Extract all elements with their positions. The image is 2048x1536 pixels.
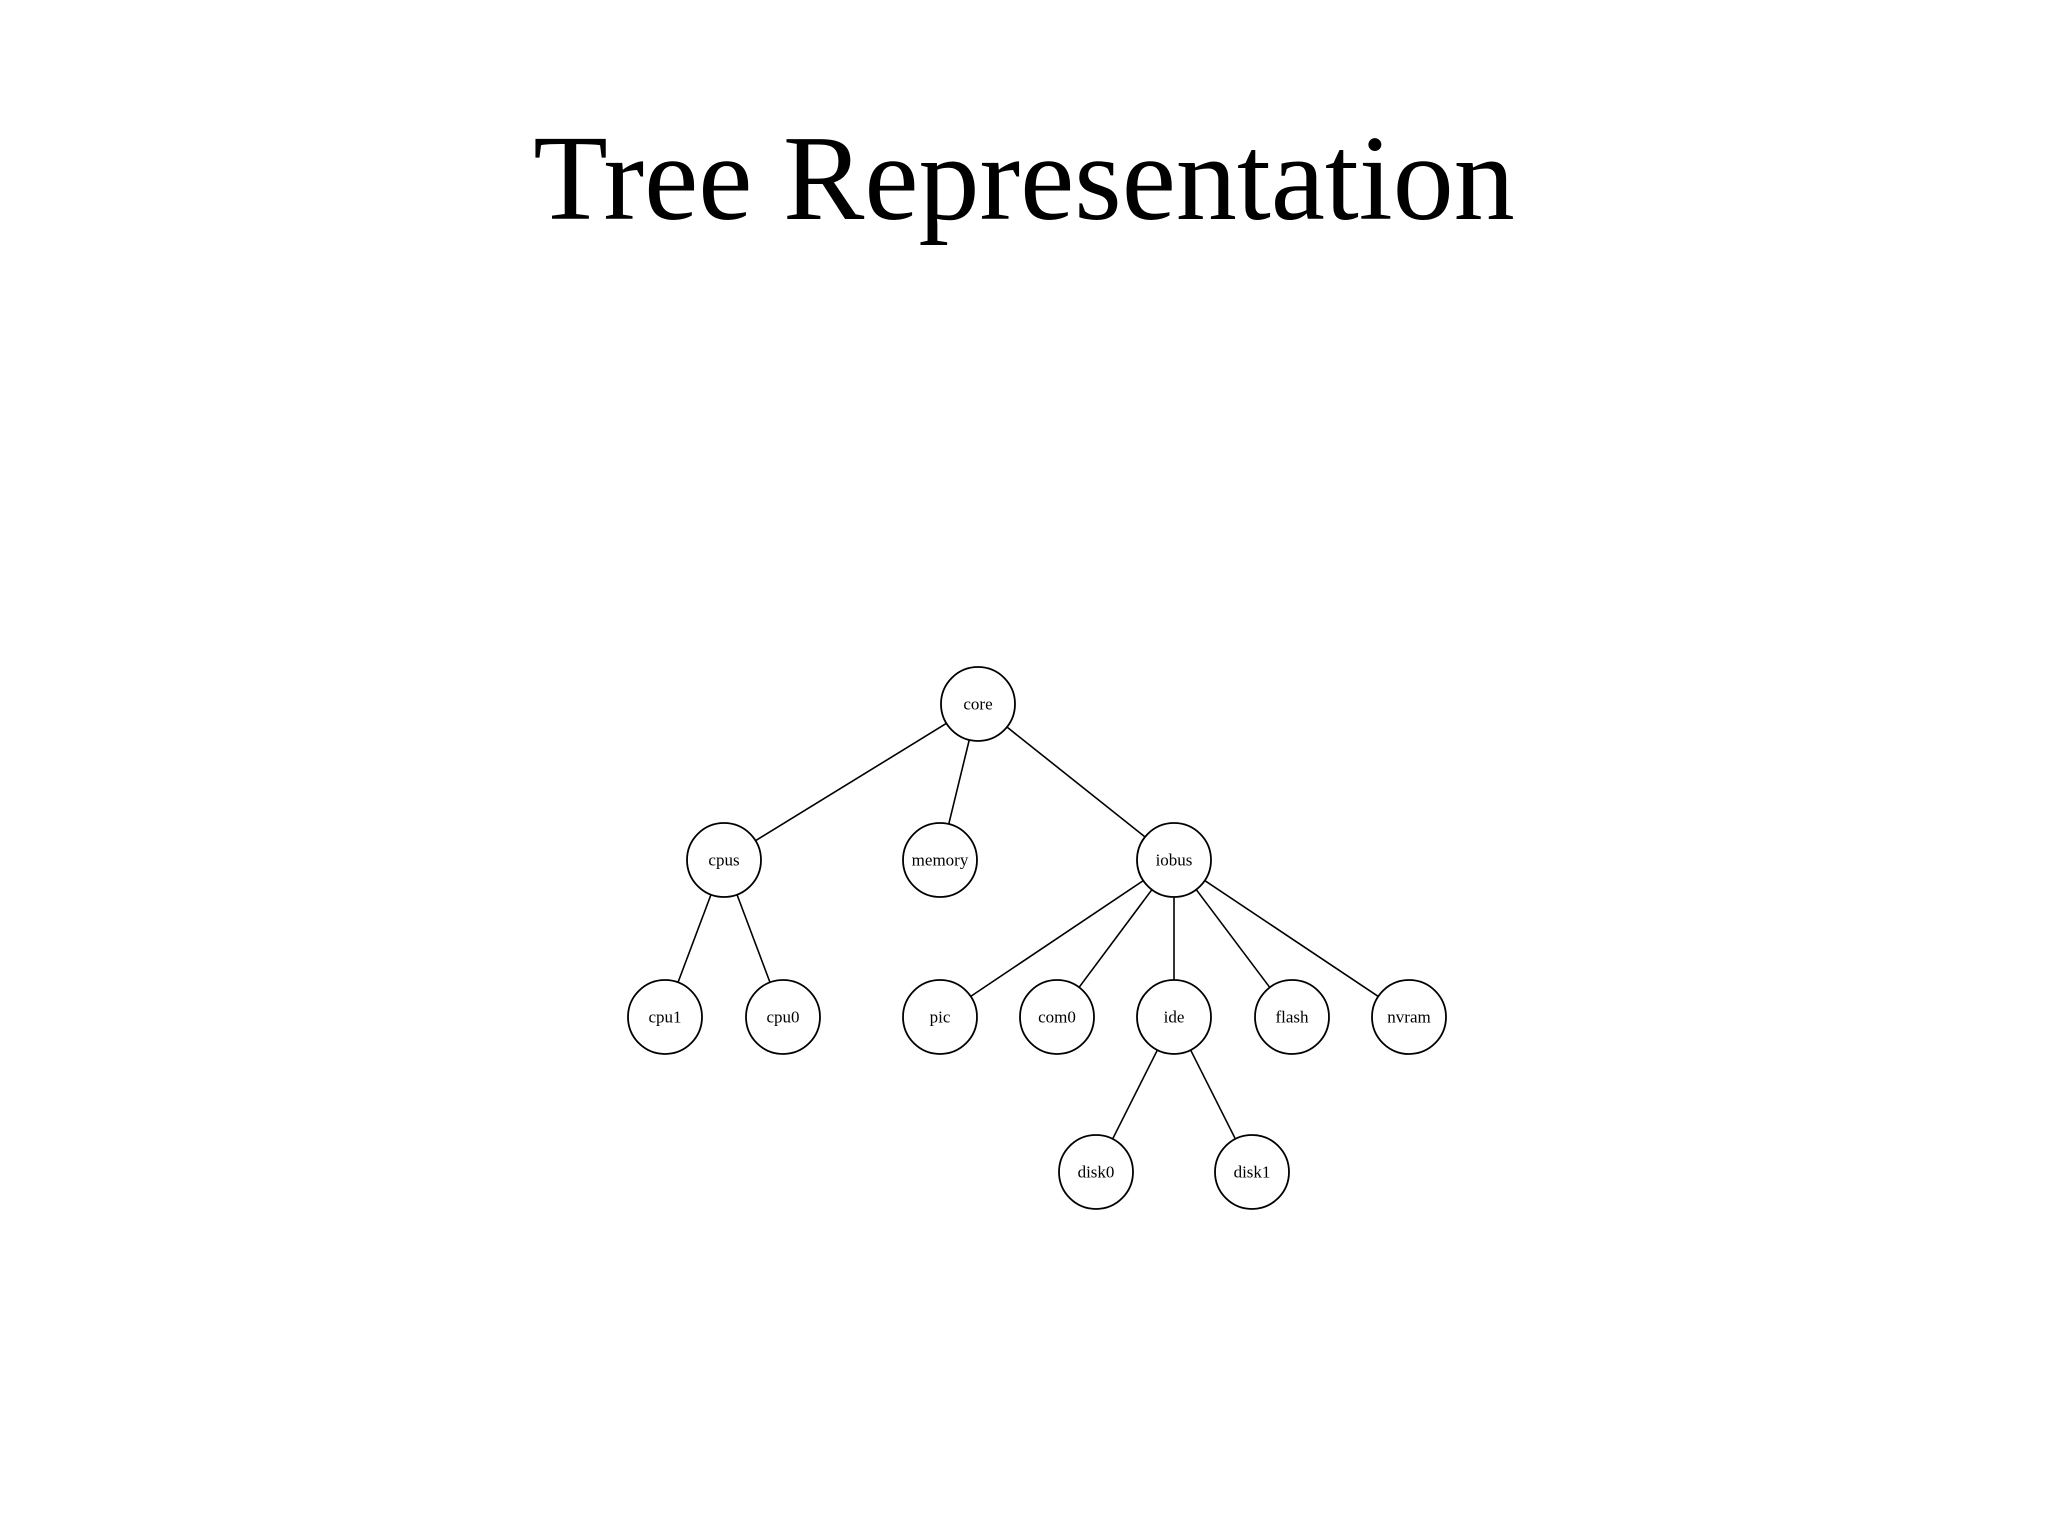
tree-node-circle [686, 822, 762, 898]
tree-node-disk1: disk1 [1214, 1134, 1290, 1210]
tree-node-iobus: iobus [1136, 822, 1212, 898]
tree-node-label: cpus [708, 851, 739, 870]
tree-node-pic: pic [902, 979, 978, 1055]
tree-node-circle [1214, 1134, 1290, 1210]
tree-edge [970, 879, 1144, 998]
tree-node-circle [1019, 979, 1095, 1055]
tree-node-label: flash [1275, 1008, 1309, 1027]
tree-edge [1189, 1049, 1237, 1140]
tree-node-label: cpu0 [766, 1008, 799, 1027]
tree-node-circle [745, 979, 821, 1055]
tree-node-label: core [963, 695, 992, 714]
tree-node-nvram: nvram [1371, 979, 1447, 1055]
tree-edge [1111, 1049, 1159, 1140]
tree-edge [1195, 889, 1271, 988]
tree-node-memory: memory [902, 822, 978, 898]
tree-edge [755, 722, 947, 842]
tree-edges [677, 722, 1379, 1140]
tree-node-label: disk1 [1234, 1163, 1271, 1182]
tree-node-flash: flash [1254, 979, 1330, 1055]
tree-edge [736, 894, 771, 983]
tree-node-circle [1371, 979, 1447, 1055]
slide-title: Tree Representation [533, 111, 1515, 246]
tree-node-circle [1136, 979, 1212, 1055]
tree-edge [1078, 889, 1153, 988]
tree-node-cpu1: cpu1 [627, 979, 703, 1055]
tree-node-label: nvram [1387, 1008, 1430, 1027]
tree-node-label: ide [1164, 1008, 1185, 1027]
tree-edge [1006, 726, 1146, 838]
tree-node-core: core [940, 666, 1016, 742]
tree-node-circle [1254, 979, 1330, 1055]
tree-node-cpus: cpus [686, 822, 762, 898]
tree-node-ide: ide [1136, 979, 1212, 1055]
tree-node-disk0: disk0 [1058, 1134, 1134, 1210]
tree-node-circle [627, 979, 703, 1055]
tree-node-label: com0 [1038, 1008, 1076, 1027]
tree-node-circle [902, 822, 978, 898]
tree-node-label: pic [930, 1008, 951, 1027]
tree-node-label: memory [912, 851, 969, 870]
tree-node-circle [902, 979, 978, 1055]
tree-node-circle [940, 666, 1016, 742]
tree-node-circle [1058, 1134, 1134, 1210]
tree-node-label: cpu1 [648, 1008, 681, 1027]
tree-node-circle [1136, 822, 1212, 898]
tree-node-cpu0: cpu0 [745, 979, 821, 1055]
tree-edge [947, 739, 971, 825]
tree-node-label: disk0 [1078, 1163, 1115, 1182]
tree-edge [677, 894, 712, 983]
tree-nodes: core cpus cpu1 cpu0 memory iobus pic com0 ide dis… [627, 666, 1447, 1210]
tree-edge [1204, 879, 1379, 998]
tree-node-com0: com0 [1019, 979, 1095, 1055]
tree-node-label: iobus [1156, 851, 1193, 870]
